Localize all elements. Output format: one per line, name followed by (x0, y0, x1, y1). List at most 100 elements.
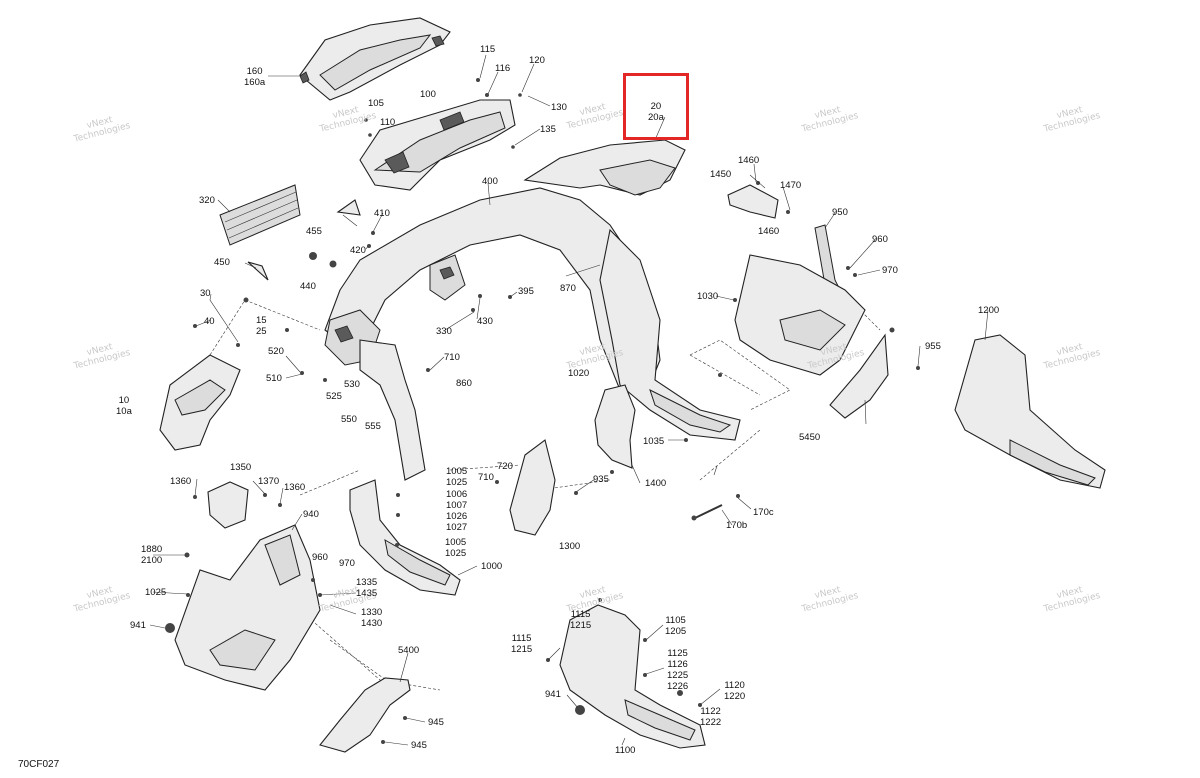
callout-105[interactable]: 105 (368, 98, 384, 109)
callout-970b[interactable]: 970 (339, 558, 355, 569)
callout-1000[interactable]: 1000 (481, 561, 503, 572)
part-1000-lower-rail (349, 479, 461, 596)
callout-320[interactable]: 320 (199, 195, 215, 206)
callout-1006[interactable]: 1006 1007 1026 1027 (446, 489, 468, 533)
callout-1122[interactable]: 1122 1222 (700, 706, 722, 728)
part-170-rod (691, 494, 740, 521)
callout-100[interactable]: 100 (420, 89, 436, 100)
part-940-floor-panel (174, 524, 321, 691)
callout-120[interactable]: 120 (529, 55, 545, 66)
callout-1115[interactable]: 1115 1215 (570, 609, 592, 631)
callout-941b[interactable]: 941 (545, 689, 561, 700)
callout-1125[interactable]: 1125 1126 1225 1226 (667, 648, 689, 692)
part-320-grille (219, 184, 301, 246)
callout-395[interactable]: 395 (518, 286, 534, 297)
part-1450-bracket (727, 184, 779, 219)
callout-1360b[interactable]: 1360 (284, 482, 306, 493)
part-1100-rail (559, 604, 706, 749)
callout-710b[interactable]: 710 (478, 472, 494, 483)
callout-1005[interactable]: 1005 1025 (446, 466, 468, 488)
callout-525[interactable]: 525 (326, 391, 342, 402)
callout-450[interactable]: 450 (214, 257, 230, 268)
callout-330[interactable]: 330 (436, 326, 452, 337)
callout-1105[interactable]: 1105 1205 (665, 615, 687, 637)
callout-1460b[interactable]: 1460 (758, 226, 780, 237)
callout-510[interactable]: 510 (266, 373, 282, 384)
callout-440[interactable]: 440 (300, 281, 316, 292)
callout-130[interactable]: 130 (551, 102, 567, 113)
callout-970[interactable]: 970 (882, 265, 898, 276)
callout-160[interactable]: 160 160a (244, 66, 266, 88)
callout-135[interactable]: 135 (540, 124, 556, 135)
callout-30[interactable]: 30 (200, 288, 211, 299)
callout-1025[interactable]: 1025 (145, 587, 167, 598)
callout-941[interactable]: 941 (130, 620, 146, 631)
part-1350-bracket (207, 481, 249, 529)
callout-1200[interactable]: 1200 (978, 305, 1000, 316)
callout-945[interactable]: 945 (428, 717, 444, 728)
callout-720[interactable]: 720 (497, 461, 513, 472)
callout-1300[interactable]: 1300 (559, 541, 581, 552)
callout-116[interactable]: 116 (495, 63, 511, 74)
callout-530[interactable]: 530 (344, 379, 360, 390)
callout-20[interactable]: 20 20a (648, 101, 664, 123)
callout-1035[interactable]: 1035 (643, 436, 665, 447)
part-5450-bracket (829, 333, 889, 419)
callout-1350[interactable]: 1350 (230, 462, 252, 473)
callout-1335[interactable]: 1335 1435 (356, 577, 378, 599)
callout-1400[interactable]: 1400 (645, 478, 667, 489)
callout-15[interactable]: 15 25 (256, 315, 267, 337)
part-1400-panel (594, 384, 636, 469)
callout-1360[interactable]: 1360 (170, 476, 192, 487)
part-1200-side-rail (954, 334, 1106, 489)
callout-1005b[interactable]: 1005 1025 (445, 537, 467, 559)
callout-945b[interactable]: 945 (411, 740, 427, 751)
callout-555[interactable]: 555 (365, 421, 381, 432)
callout-410[interactable]: 410 (374, 208, 390, 219)
callout-170b[interactable]: 170b (726, 520, 748, 531)
callout-1020[interactable]: 1020 (568, 368, 590, 379)
part-1030-tray (734, 254, 866, 376)
callout-110[interactable]: 110 (380, 117, 396, 128)
part-20-side-cover (523, 139, 686, 196)
callout-5450[interactable]: 5450 (799, 432, 821, 443)
callout-1370[interactable]: 1370 (258, 476, 280, 487)
callout-960[interactable]: 960 (872, 234, 888, 245)
callout-550[interactable]: 550 (341, 414, 357, 425)
part-5400-panel (319, 677, 411, 753)
callout-1120[interactable]: 1120 1220 (724, 680, 746, 702)
callout-935[interactable]: 935 (593, 474, 609, 485)
callout-40[interactable]: 40 (204, 316, 215, 327)
callout-1470[interactable]: 1470 (780, 180, 802, 191)
callout-520[interactable]: 520 (268, 346, 284, 357)
callout-5400[interactable]: 5400 (398, 645, 420, 656)
callout-710[interactable]: 710 (444, 352, 460, 363)
part-100-dash-bracket (359, 99, 516, 191)
callout-950[interactable]: 950 (832, 207, 848, 218)
leader-lines (149, 54, 989, 746)
callout-1330[interactable]: 1330 1430 (361, 607, 383, 629)
callout-115[interactable]: 115 (480, 44, 496, 55)
callout-860[interactable]: 860 (456, 378, 472, 389)
callout-1115b[interactable]: 1115 1215 (511, 633, 533, 655)
callout-1460[interactable]: 1460 (738, 155, 760, 166)
callout-1030[interactable]: 1030 (697, 291, 719, 302)
callout-1880[interactable]: 1880 2100 (141, 544, 163, 566)
callout-430[interactable]: 430 (477, 316, 493, 327)
callout-455[interactable]: 455 (306, 226, 322, 237)
callout-170c[interactable]: 170c (753, 507, 774, 518)
callout-955[interactable]: 955 (925, 341, 941, 352)
part-160-top-cover (299, 17, 451, 101)
callout-870[interactable]: 870 (560, 283, 576, 294)
callout-420[interactable]: 420 (350, 245, 366, 256)
callout-1450[interactable]: 1450 (710, 169, 732, 180)
part-450-panel (247, 261, 269, 281)
callout-960b[interactable]: 960 (312, 552, 328, 563)
part-870-frame-rail (599, 228, 741, 441)
callout-1100[interactable]: 1100 (615, 745, 636, 756)
callout-10[interactable]: 10 10a (116, 395, 132, 417)
part-455-panel (336, 199, 361, 216)
callout-400[interactable]: 400 (482, 176, 498, 187)
callout-940[interactable]: 940 (303, 509, 319, 520)
